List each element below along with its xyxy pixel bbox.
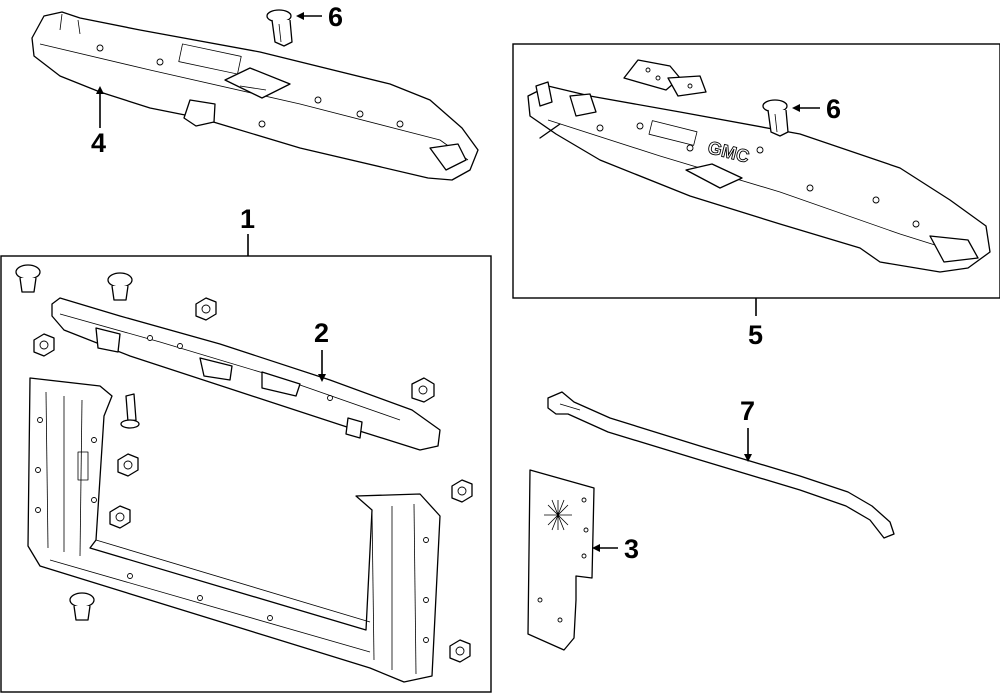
nut-fastener xyxy=(109,505,131,529)
nut-fastener xyxy=(33,333,55,357)
upper-tie-bar-part-2 xyxy=(51,297,441,451)
callout-3: 3 xyxy=(624,534,639,564)
radiator-support-frame xyxy=(27,377,441,683)
nut-fastener xyxy=(449,639,471,663)
push-pin-fastener xyxy=(107,272,133,301)
nut-fastener xyxy=(411,377,435,403)
callout-1: 1 xyxy=(240,204,255,234)
leader-lines xyxy=(96,12,820,552)
fastener-set xyxy=(15,264,473,663)
push-pin-fastener xyxy=(69,592,95,621)
star-mark xyxy=(544,499,572,531)
push-pin-fastener-part-6-box xyxy=(762,99,789,137)
bolt-fastener xyxy=(120,393,140,429)
part-1-group-frame xyxy=(0,255,492,693)
bracket-plate-part-5 xyxy=(623,59,707,97)
callout-4: 4 xyxy=(91,128,106,158)
callout-7: 7 xyxy=(740,396,755,426)
callout-2: 2 xyxy=(314,318,329,348)
upper-cover-part-5: GMC xyxy=(527,81,991,273)
callout-numbers: 1 2 3 4 5 6 6 7 xyxy=(91,2,841,564)
push-pin-fastener xyxy=(15,264,41,293)
air-deflector-part-3 xyxy=(527,469,595,651)
nut-fastener xyxy=(117,453,139,477)
seal-strip-part-7 xyxy=(547,391,895,539)
push-pin-fastener-part-6-top xyxy=(266,9,293,47)
callout-6-box: 6 xyxy=(826,94,841,124)
nut-fastener xyxy=(195,297,217,321)
callout-5: 5 xyxy=(748,320,763,350)
nut-fastener xyxy=(451,479,473,503)
upper-cover-part-4 xyxy=(31,11,479,181)
callout-6-top: 6 xyxy=(328,2,343,32)
